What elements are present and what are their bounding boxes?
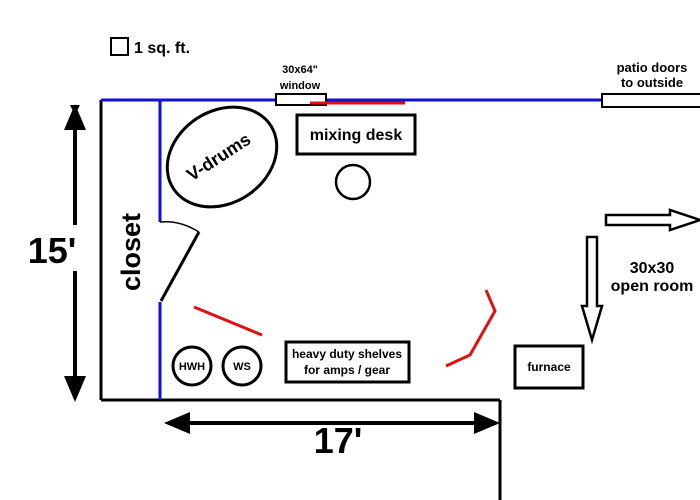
window-label-size: 30x64" xyxy=(282,64,318,76)
mixing-desk xyxy=(295,113,417,156)
shelves-label-2: for amps / gear xyxy=(304,363,390,377)
scale-label: 1 sq. ft. xyxy=(134,40,190,57)
water-softener xyxy=(221,345,263,387)
closet-label: closet xyxy=(116,213,146,291)
hwh-label: HWH xyxy=(179,361,205,373)
arrow-right-icon xyxy=(604,208,700,232)
acoustic-panel-corner xyxy=(445,289,497,368)
arrow-down-icon xyxy=(580,235,604,345)
width-arrow-right xyxy=(474,412,500,434)
width-arrow-left xyxy=(164,412,190,434)
height-arrow-bottom xyxy=(64,376,86,402)
hot-water-heater xyxy=(171,345,213,387)
width-dimension-label: 17' xyxy=(314,420,363,461)
closet-door xyxy=(159,231,201,302)
vdrums xyxy=(165,105,279,209)
patio-doors xyxy=(601,93,700,108)
window-label: window xyxy=(279,80,321,92)
patio-doors-label: patio doors xyxy=(617,60,688,75)
acoustic-panel-left xyxy=(193,305,263,337)
window xyxy=(275,93,327,106)
heavy-duty-shelves xyxy=(284,340,411,384)
closet-door-swing xyxy=(159,220,200,233)
chair xyxy=(334,163,372,201)
height-dimension-label: 15' xyxy=(28,230,77,271)
furnace xyxy=(513,344,585,390)
ws-label: WS xyxy=(233,361,251,373)
furnace-label: furnace xyxy=(527,360,571,374)
open-room-size: 30x30 xyxy=(630,260,675,277)
open-room-label: open room xyxy=(611,278,694,295)
mixing-desk-label: mixing desk xyxy=(310,127,403,144)
height-arrow-top xyxy=(64,104,86,130)
shelves-label: heavy duty shelves xyxy=(292,347,402,361)
scale-square-icon xyxy=(110,37,129,56)
patio-doors-label-2: to outside xyxy=(621,75,683,90)
